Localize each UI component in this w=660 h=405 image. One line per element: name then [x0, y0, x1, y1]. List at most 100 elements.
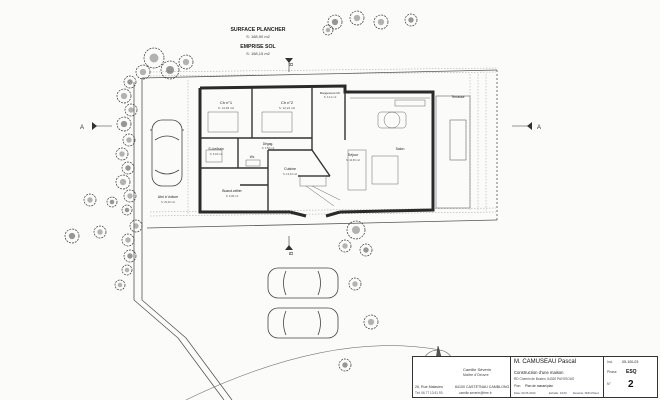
tree-icon	[123, 249, 137, 263]
tree-icon	[404, 13, 418, 27]
terrace	[435, 95, 471, 209]
tree-canopy-fill	[97, 229, 103, 235]
tree-icon	[359, 243, 373, 257]
carport-car	[150, 119, 184, 187]
tree-canopy-fill	[124, 267, 130, 273]
tree-icon	[178, 54, 194, 70]
architect-name: Camille Séverin	[463, 367, 492, 372]
tree-icon	[143, 47, 165, 69]
plan-date: Date: 09.06.2023	[514, 391, 536, 395]
tree-canopy-fill	[125, 165, 131, 171]
tree-canopy-fill	[363, 247, 369, 253]
client-name: M. CAMUSEAU Pascal	[514, 359, 577, 365]
plan-designer: Dessiné: SDD-Plaud	[573, 391, 599, 395]
tree-icon	[373, 14, 389, 30]
house-walls	[198, 84, 435, 218]
tree-icon	[115, 147, 129, 161]
svg-text:Cuisine: Cuisine	[284, 167, 296, 171]
surface-plancher-value: S: 168,90 m2	[246, 34, 271, 39]
tree-icon	[121, 264, 133, 276]
svg-text:Abri à Voiture: Abri à Voiture	[158, 195, 178, 199]
svg-text:S: 13,23 m2: S: 13,23 m2	[283, 172, 298, 176]
emprise-sol-title: EMPRISE SOL	[240, 44, 276, 50]
tree-icon	[123, 75, 137, 89]
tree-canopy-fill	[87, 197, 93, 203]
access-road	[185, 345, 441, 401]
landscape-trees	[64, 10, 418, 372]
tree-canopy-fill	[124, 207, 130, 213]
tree-icon	[123, 189, 137, 203]
tree-canopy-fill	[377, 18, 385, 26]
tree-canopy-fill	[127, 253, 133, 259]
tree-icon	[115, 174, 131, 190]
tree-canopy-fill	[120, 120, 128, 128]
tree-icon	[129, 219, 143, 233]
tree-canopy-fill	[125, 237, 131, 243]
svg-text:Ch n°1: Ch n°1	[220, 100, 233, 105]
plan-label: Plan	[514, 384, 521, 388]
svg-text:S.d.e/bain: S.d.e/bain	[208, 147, 223, 151]
tree-icon	[106, 196, 118, 208]
property-boundary	[133, 69, 498, 401]
tree-canopy-fill	[133, 223, 139, 229]
architect-street: 26, Rue Malavieu	[415, 385, 443, 389]
tree-icon	[160, 60, 180, 80]
interior-walls	[200, 88, 346, 212]
tree-icon	[64, 228, 80, 244]
tree-canopy-fill	[109, 199, 115, 205]
interior-details	[205, 97, 430, 207]
tree-canopy-fill	[119, 178, 127, 186]
tree-canopy-fill	[120, 92, 128, 100]
room-labels: Ch n°1 S: 13,93 m2 Ch n°2 S: 12,24 m2 Ra…	[158, 91, 465, 204]
tree-icon	[346, 220, 366, 240]
tree-icon	[363, 314, 379, 330]
architect-info: Camille Séverin Maître d'Oeuvre 26, Rue …	[413, 357, 511, 397]
tree-icon	[338, 358, 352, 372]
tree-canopy-fill	[331, 18, 339, 26]
tree-icon	[116, 88, 132, 104]
plan-scale: Echelle: 1/100	[549, 391, 567, 395]
tree-canopy-fill	[352, 281, 358, 287]
sheet-number: 2	[628, 379, 634, 390]
tree-canopy-fill	[119, 151, 125, 157]
tree-canopy-fill	[325, 27, 331, 33]
architect-phone: Tél: 06 77 13 61 93	[415, 391, 443, 395]
svg-text:Rangement Ch: Rangement Ch	[320, 91, 341, 95]
tree-canopy-fill	[68, 232, 76, 240]
tree-icon	[121, 233, 135, 247]
tree-canopy-fill	[351, 225, 361, 235]
svg-text:S: 12,24 m2: S: 12,24 m2	[279, 106, 296, 110]
section-mark-a-left: A	[80, 122, 112, 131]
svg-text:S: 20,00 m2: S: 20,00 m2	[161, 200, 176, 204]
tree-canopy-fill	[127, 79, 133, 85]
tree-canopy-fill	[117, 282, 123, 288]
tree-icon	[322, 24, 334, 36]
sheet-label: N°	[607, 382, 611, 386]
project-name: Construction d'une maison	[514, 370, 564, 375]
section-mark-b-top: B	[285, 58, 295, 72]
tree-icon	[122, 133, 136, 147]
ind-value: 05-100-03	[622, 360, 639, 364]
architect-title: Maître d'Oeuvre	[463, 373, 489, 377]
tree-icon	[349, 10, 365, 26]
tree-canopy-fill	[127, 193, 133, 199]
tree-canopy-fill	[165, 65, 175, 75]
tree-canopy-fill	[182, 58, 190, 66]
plan-name: Plan de masse/plan	[525, 384, 553, 388]
svg-text:A: A	[537, 125, 541, 131]
svg-text:Wc: Wc	[250, 155, 255, 159]
tree-icon	[121, 204, 133, 216]
tree-icon	[327, 14, 343, 30]
section-mark-a-right: A	[512, 122, 541, 131]
tree-icon	[135, 64, 151, 80]
svg-text:A: A	[80, 125, 84, 131]
tree-icon	[116, 116, 132, 132]
architect-city: 64100 CASTETNAU CAMBLONG	[455, 385, 510, 389]
parking-car-2	[267, 307, 339, 339]
tree-canopy-fill	[126, 137, 132, 143]
project-address: RD Chemin de Bosien, 64320 PAYSSOUS	[514, 377, 575, 381]
svg-text:B: B	[289, 62, 295, 66]
svg-text:Dégag.: Dégag.	[263, 142, 273, 146]
